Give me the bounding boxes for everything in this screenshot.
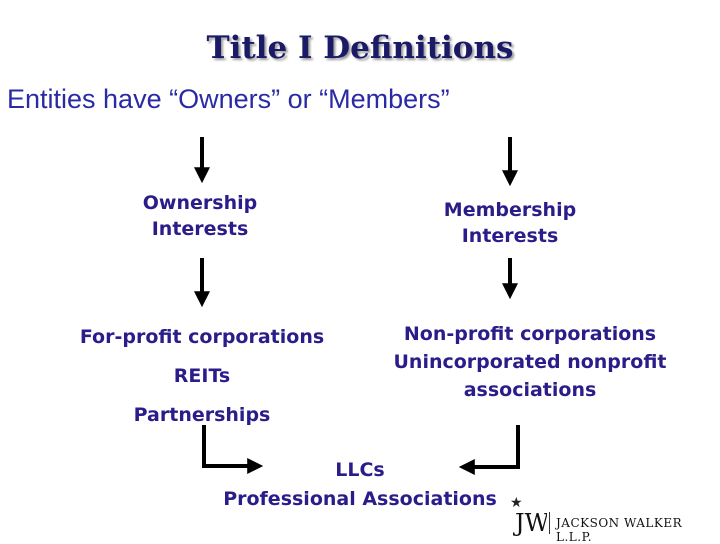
slide-subtitle: Entities have “Owners” or “Members” — [7, 84, 450, 114]
node-line: Unincorporated nonprofit — [393, 351, 667, 373]
node-line: For-profit corporations — [79, 326, 325, 348]
arrow-for-profit-to-llcs — [202, 425, 264, 474]
node-line: Interests — [151, 218, 249, 240]
node-line: Non-profit corporations — [403, 323, 657, 345]
node-for-profit-entities: For-profit corporations REITs Partnershi… — [62, 318, 342, 435]
node-non-profit-entities: Non-profit corporations Unincorporated n… — [372, 320, 688, 404]
node-line: REITs — [173, 365, 231, 387]
slide-title: Title I Definitions — [206, 30, 514, 66]
node-line: Ownership — [142, 192, 258, 214]
star-icon: ★ — [510, 495, 523, 511]
node-line: LLCs — [335, 459, 385, 481]
node-line: associations — [463, 379, 597, 401]
jw-monogram-logo: JW — [513, 509, 547, 537]
arrow-non-profit-to-llcs — [458, 425, 520, 475]
node-line: Interests — [461, 225, 559, 247]
node-line: Partnerships — [133, 404, 271, 426]
svg-text:JW: JW — [513, 509, 547, 537]
node-membership-interests: Membership Interests — [430, 197, 590, 249]
logo-divider — [549, 512, 550, 534]
node-llcs: LLCs Professional Associations — [210, 456, 510, 514]
node-line: Professional Associations — [223, 488, 497, 510]
node-ownership-interests: Ownership Interests — [130, 190, 270, 242]
node-line: Membership — [443, 199, 577, 221]
